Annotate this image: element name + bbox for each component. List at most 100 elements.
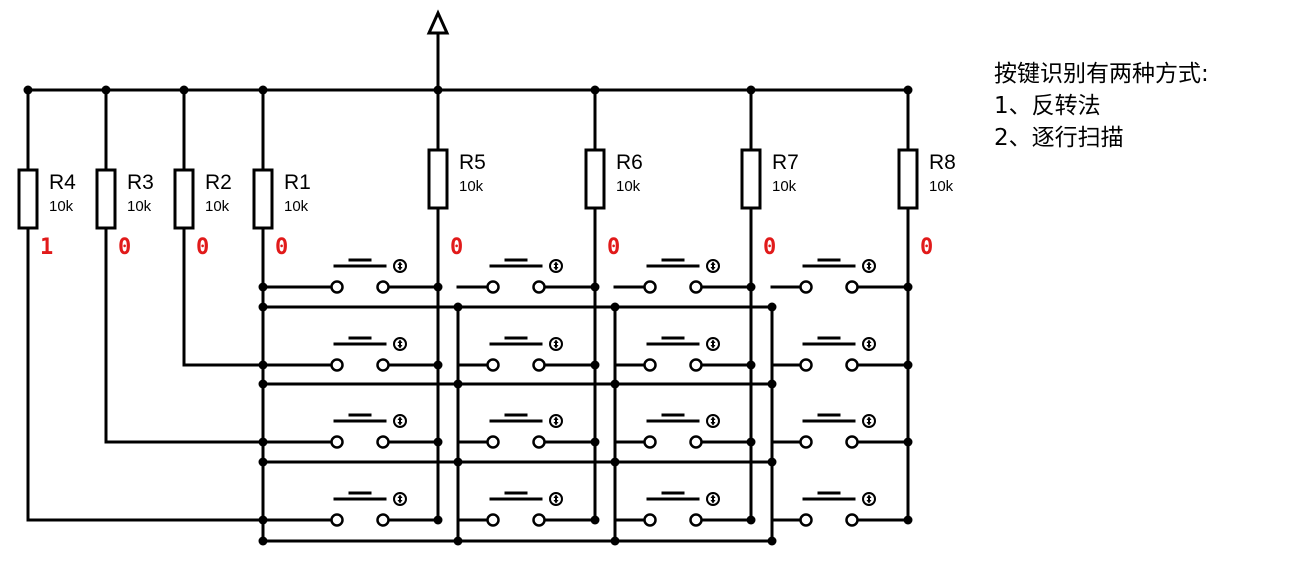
- momentary-icon: [866, 345, 872, 349]
- button-terminal: [376, 435, 390, 449]
- momentary-icon: [553, 261, 559, 265]
- momentary-icon: [549, 414, 563, 428]
- logic-level: 1: [40, 235, 53, 260]
- button-terminal: [376, 358, 390, 372]
- momentary-icon: [397, 339, 403, 343]
- push-button-icon: [613, 258, 753, 294]
- push-button-icon: [456, 491, 597, 527]
- button-terminal: [799, 513, 813, 527]
- junction-dot: [903, 360, 913, 370]
- push-button-icon: [261, 336, 440, 372]
- push-button-icon: [261, 491, 440, 527]
- button-terminal: [532, 358, 546, 372]
- momentary-icon: [397, 422, 403, 426]
- junction-dot: [767, 379, 777, 389]
- button-terminal: [689, 435, 703, 449]
- button-terminal: [330, 513, 344, 527]
- junction-dot: [101, 85, 111, 95]
- resistor-label: R6: [616, 151, 643, 174]
- button-terminal: [376, 280, 390, 294]
- junction-dot: [746, 515, 756, 525]
- junction-dot: [453, 536, 463, 546]
- junction-dot: [767, 302, 777, 312]
- method-row-scan: 2、逐行扫描: [994, 125, 1124, 151]
- momentary-icon: [393, 337, 407, 351]
- momentary-icon: [866, 261, 872, 265]
- push-button-icon: [613, 336, 753, 372]
- button-terminal: [532, 435, 546, 449]
- node-layer: [23, 85, 913, 546]
- resistor-label: R8: [929, 151, 956, 174]
- button-layer: [261, 258, 910, 527]
- momentary-icon: [397, 500, 403, 504]
- junction-dot: [258, 282, 268, 292]
- momentary-icon: [553, 339, 559, 343]
- junction-dot: [590, 282, 600, 292]
- push-button-icon: [770, 258, 910, 294]
- button-terminal: [486, 435, 500, 449]
- momentary-icon: [710, 422, 716, 426]
- resistor-r1: [252, 168, 274, 230]
- momentary-icon: [710, 261, 716, 265]
- logic-level: 0: [275, 235, 288, 260]
- resistor-value: 10k: [929, 178, 954, 195]
- junction-dot: [767, 457, 777, 467]
- junction-dot: [610, 536, 620, 546]
- button-terminal: [799, 358, 813, 372]
- junction-dot: [610, 379, 620, 389]
- push-button-icon: [261, 258, 440, 294]
- junction-dot: [258, 379, 268, 389]
- junction-dot: [179, 85, 189, 95]
- logic-level: 0: [607, 235, 620, 260]
- momentary-icon: [393, 259, 407, 273]
- button-terminal: [330, 358, 344, 372]
- junction-dot: [433, 282, 443, 292]
- resistor-label: R7: [772, 151, 799, 174]
- push-button-icon: [613, 413, 753, 449]
- junction-dot: [258, 536, 268, 546]
- momentary-icon: [553, 500, 559, 504]
- resistor-r6: [584, 148, 606, 210]
- momentary-icon: [397, 261, 403, 265]
- momentary-icon: [706, 414, 720, 428]
- button-terminal: [486, 513, 500, 527]
- button-terminal: [643, 358, 657, 372]
- logic-level: 0: [450, 235, 463, 260]
- resistor-layer: R410k1R310k0R210k0R110k0R510k0R610k0R710…: [17, 148, 956, 260]
- button-terminal: [643, 435, 657, 449]
- resistor-r3: [95, 168, 117, 230]
- momentary-icon: [710, 267, 716, 271]
- resistor-label: R1: [284, 171, 311, 194]
- momentary-icon: [710, 494, 716, 498]
- resistor-value: 10k: [127, 198, 152, 215]
- junction-dot: [453, 302, 463, 312]
- button-terminal: [799, 280, 813, 294]
- button-terminal: [330, 280, 344, 294]
- junction-dot: [23, 85, 33, 95]
- resistor-r4: [17, 168, 39, 230]
- momentary-icon: [866, 494, 872, 498]
- button-terminal: [643, 280, 657, 294]
- resistor-r8: [897, 148, 919, 210]
- momentary-icon: [553, 422, 559, 426]
- junction-dot: [258, 457, 268, 467]
- power-arrow-icon: [426, 9, 450, 92]
- button-terminal: [330, 435, 344, 449]
- logic-level: 0: [118, 235, 131, 260]
- notes-title: 按键识别有两种方式:: [994, 61, 1209, 87]
- resistor-value: 10k: [772, 178, 797, 195]
- resistor-r5: [427, 148, 449, 210]
- momentary-icon: [393, 492, 407, 506]
- momentary-icon: [393, 414, 407, 428]
- momentary-icon: [862, 492, 876, 506]
- resistor-value: 10k: [616, 178, 641, 195]
- junction-dot: [903, 282, 913, 292]
- resistor-value: 10k: [284, 198, 309, 215]
- resistor-label: R4: [49, 171, 76, 194]
- junction-dot: [258, 437, 268, 447]
- button-terminal: [689, 358, 703, 372]
- momentary-icon: [553, 416, 559, 420]
- momentary-icon: [397, 345, 403, 349]
- momentary-icon: [706, 259, 720, 273]
- button-terminal: [486, 280, 500, 294]
